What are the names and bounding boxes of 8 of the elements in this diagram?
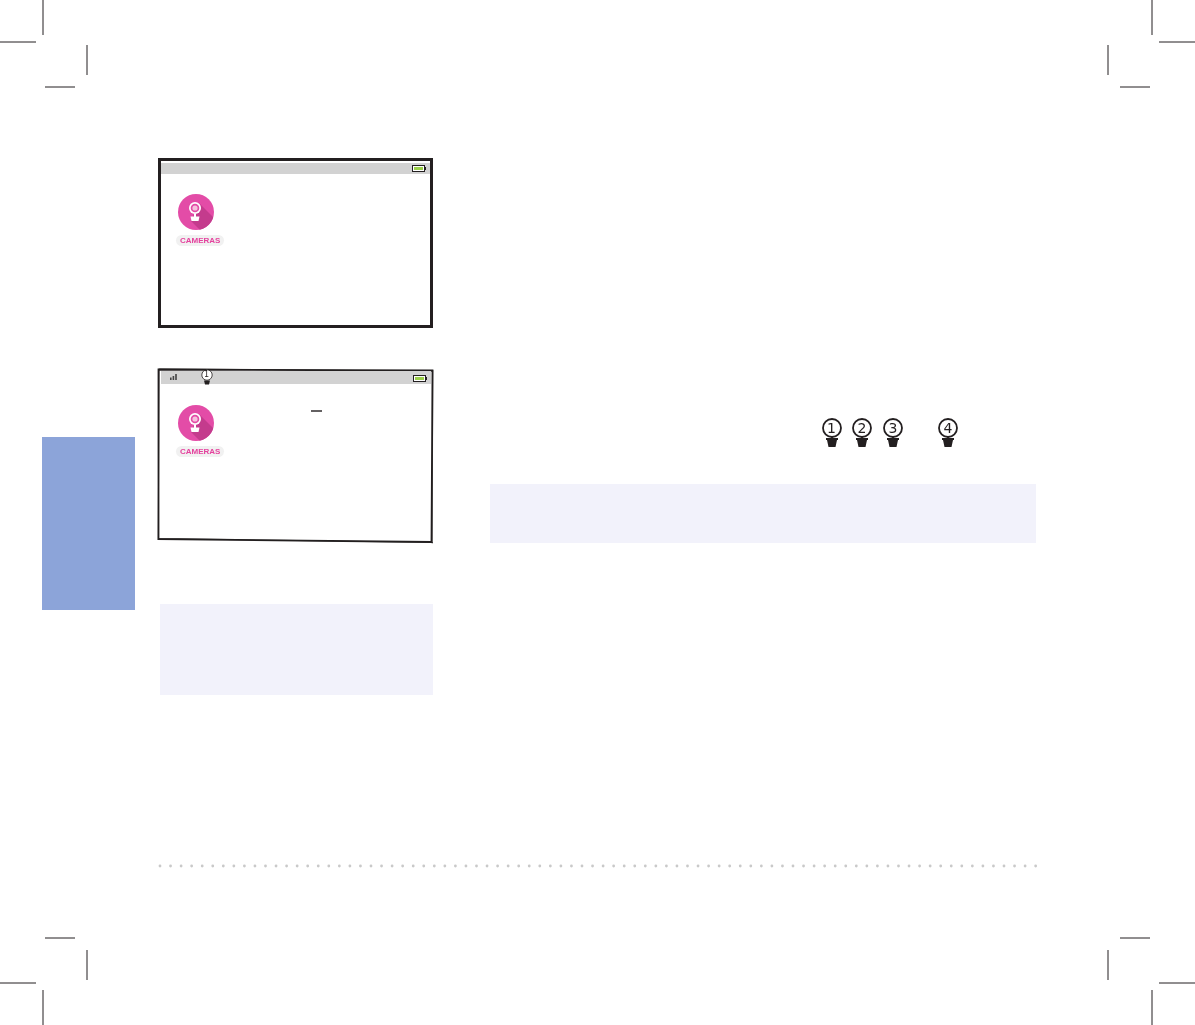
side-tab bbox=[42, 437, 135, 610]
callout-number: 2 bbox=[856, 419, 868, 436]
callout-number: 4 bbox=[942, 419, 954, 436]
callout-number: 1 bbox=[203, 370, 210, 379]
app-label: CAMERAS bbox=[176, 446, 225, 457]
callout-number: 3 bbox=[887, 419, 899, 436]
app-label: CAMERAS bbox=[176, 235, 225, 246]
callout-number: 1 bbox=[826, 419, 837, 436]
